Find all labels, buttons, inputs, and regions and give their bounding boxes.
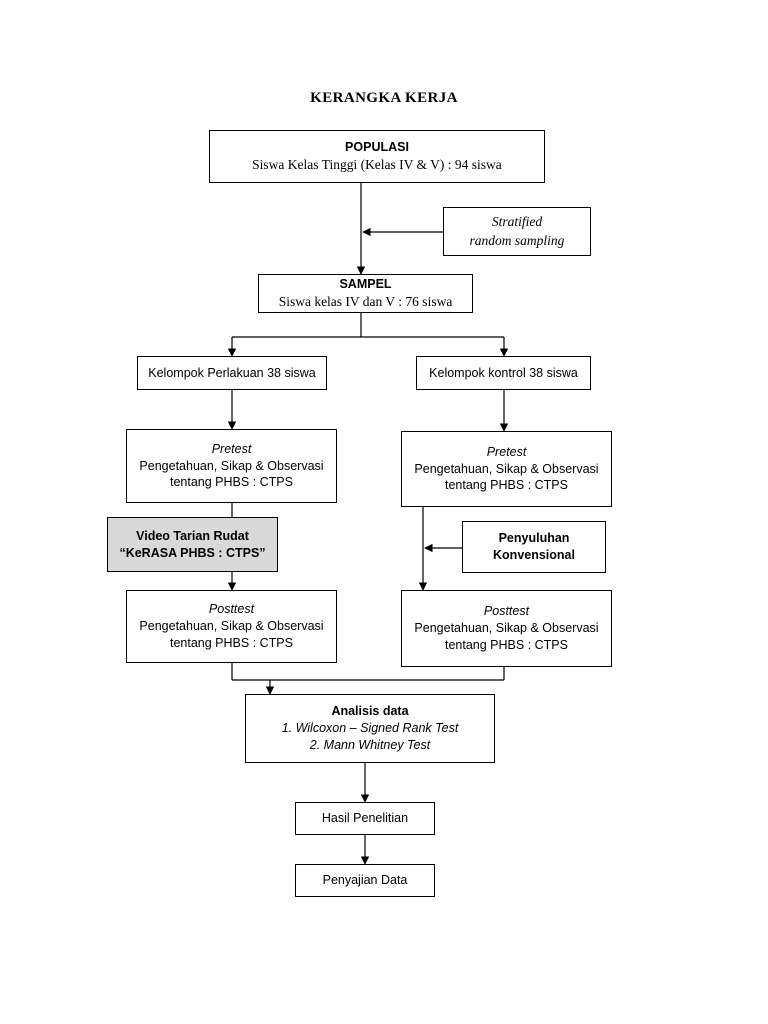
node-pretest-kontrol-line1: Pretest: [486, 444, 527, 459]
node-penyajian-data: Penyajian Data: [295, 864, 435, 897]
node-posttest-perlakuan-line3: tentang PHBS : CTPS: [170, 635, 293, 650]
node-stratified-random-sampling: Stratified random sampling: [443, 207, 591, 256]
node-sampel: SAMPEL Siswa kelas IV dan V : 76 siswa: [258, 274, 473, 313]
node-video-tarian-rudat: Video Tarian Rudat “KeRASA PHBS : CTPS”: [107, 517, 278, 572]
node-hasil-penelitian: Hasil Penelitian: [295, 802, 435, 835]
node-pretest-kontrol-line3: tentang PHBS : CTPS: [445, 478, 568, 493]
node-posttest-kontrol-line1: Posttest: [483, 604, 530, 619]
node-pretest-perlakuan-line2: Pengetahuan, Sikap & Observasi: [139, 458, 324, 473]
node-posttest-perlakuan-line1: Posttest: [208, 602, 255, 617]
node-pretest-perlakuan-line3: tentang PHBS : CTPS: [170, 475, 293, 490]
node-posttest-perlakuan-line2: Pengetahuan, Sikap & Observasi: [139, 619, 324, 634]
node-populasi-line1: POPULASI: [345, 139, 409, 154]
node-sampel-line1: SAMPEL: [339, 276, 392, 291]
node-pretest-kontrol-line2: Pengetahuan, Sikap & Observasi: [414, 461, 599, 476]
node-video-line2: “KeRASA PHBS : CTPS”: [119, 545, 266, 560]
node-hasil-line1: Hasil Penelitian: [321, 811, 409, 826]
node-populasi-line2: Siswa Kelas Tinggi (Kelas IV & V) : 94 s…: [252, 156, 502, 172]
node-analisis-data: Analisis data 1. Wilcoxon – Signed Rank …: [245, 694, 495, 763]
node-kelompok-kontrol: Kelompok kontrol 38 siswa: [416, 356, 591, 390]
node-pretest-perlakuan: Pretest Pengetahuan, Sikap & Observasi t…: [126, 429, 337, 503]
node-sampel-line2: Siswa kelas IV dan V : 76 siswa: [278, 293, 453, 309]
node-penyuluhan-konvensional: Penyuluhan Konvensional: [462, 521, 606, 573]
node-penyajian-line1: Penyajian Data: [322, 873, 408, 888]
node-pretest-perlakuan-line1: Pretest: [211, 441, 252, 456]
node-kelompok-kontrol-line1: Kelompok kontrol 38 siswa: [429, 365, 578, 380]
node-posttest-kontrol-line3: tentang PHBS : CTPS: [445, 637, 568, 652]
node-kelompok-perlakuan: Kelompok Perlakuan 38 siswa: [137, 356, 327, 390]
node-video-line1: Video Tarian Rudat: [136, 528, 249, 543]
node-posttest-kontrol: Posttest Pengetahuan, Sikap & Observasi …: [401, 590, 612, 667]
node-posttest-perlakuan: Posttest Pengetahuan, Sikap & Observasi …: [126, 590, 337, 663]
node-sampling-line1: Stratified: [491, 214, 543, 230]
page-title: KERANGKA KERJA: [310, 90, 458, 106]
node-posttest-kontrol-line2: Pengetahuan, Sikap & Observasi: [414, 621, 599, 636]
node-pretest-kontrol: Pretest Pengetahuan, Sikap & Observasi t…: [401, 431, 612, 507]
node-sampling-line2: random sampling: [469, 232, 565, 248]
node-penyuluhan-line2: Konvensional: [493, 548, 575, 562]
node-analisis-line1: Analisis data: [331, 704, 409, 719]
node-populasi: POPULASI Siswa Kelas Tinggi (Kelas IV & …: [209, 130, 545, 183]
node-kelompok-perlakuan-line1: Kelompok Perlakuan 38 siswa: [148, 365, 316, 380]
node-penyuluhan-line1: Penyuluhan: [498, 531, 570, 546]
node-analisis-line3: 2. Mann Whitney Test: [309, 737, 431, 752]
node-analisis-line2: 1. Wilcoxon – Signed Rank Test: [281, 721, 459, 736]
